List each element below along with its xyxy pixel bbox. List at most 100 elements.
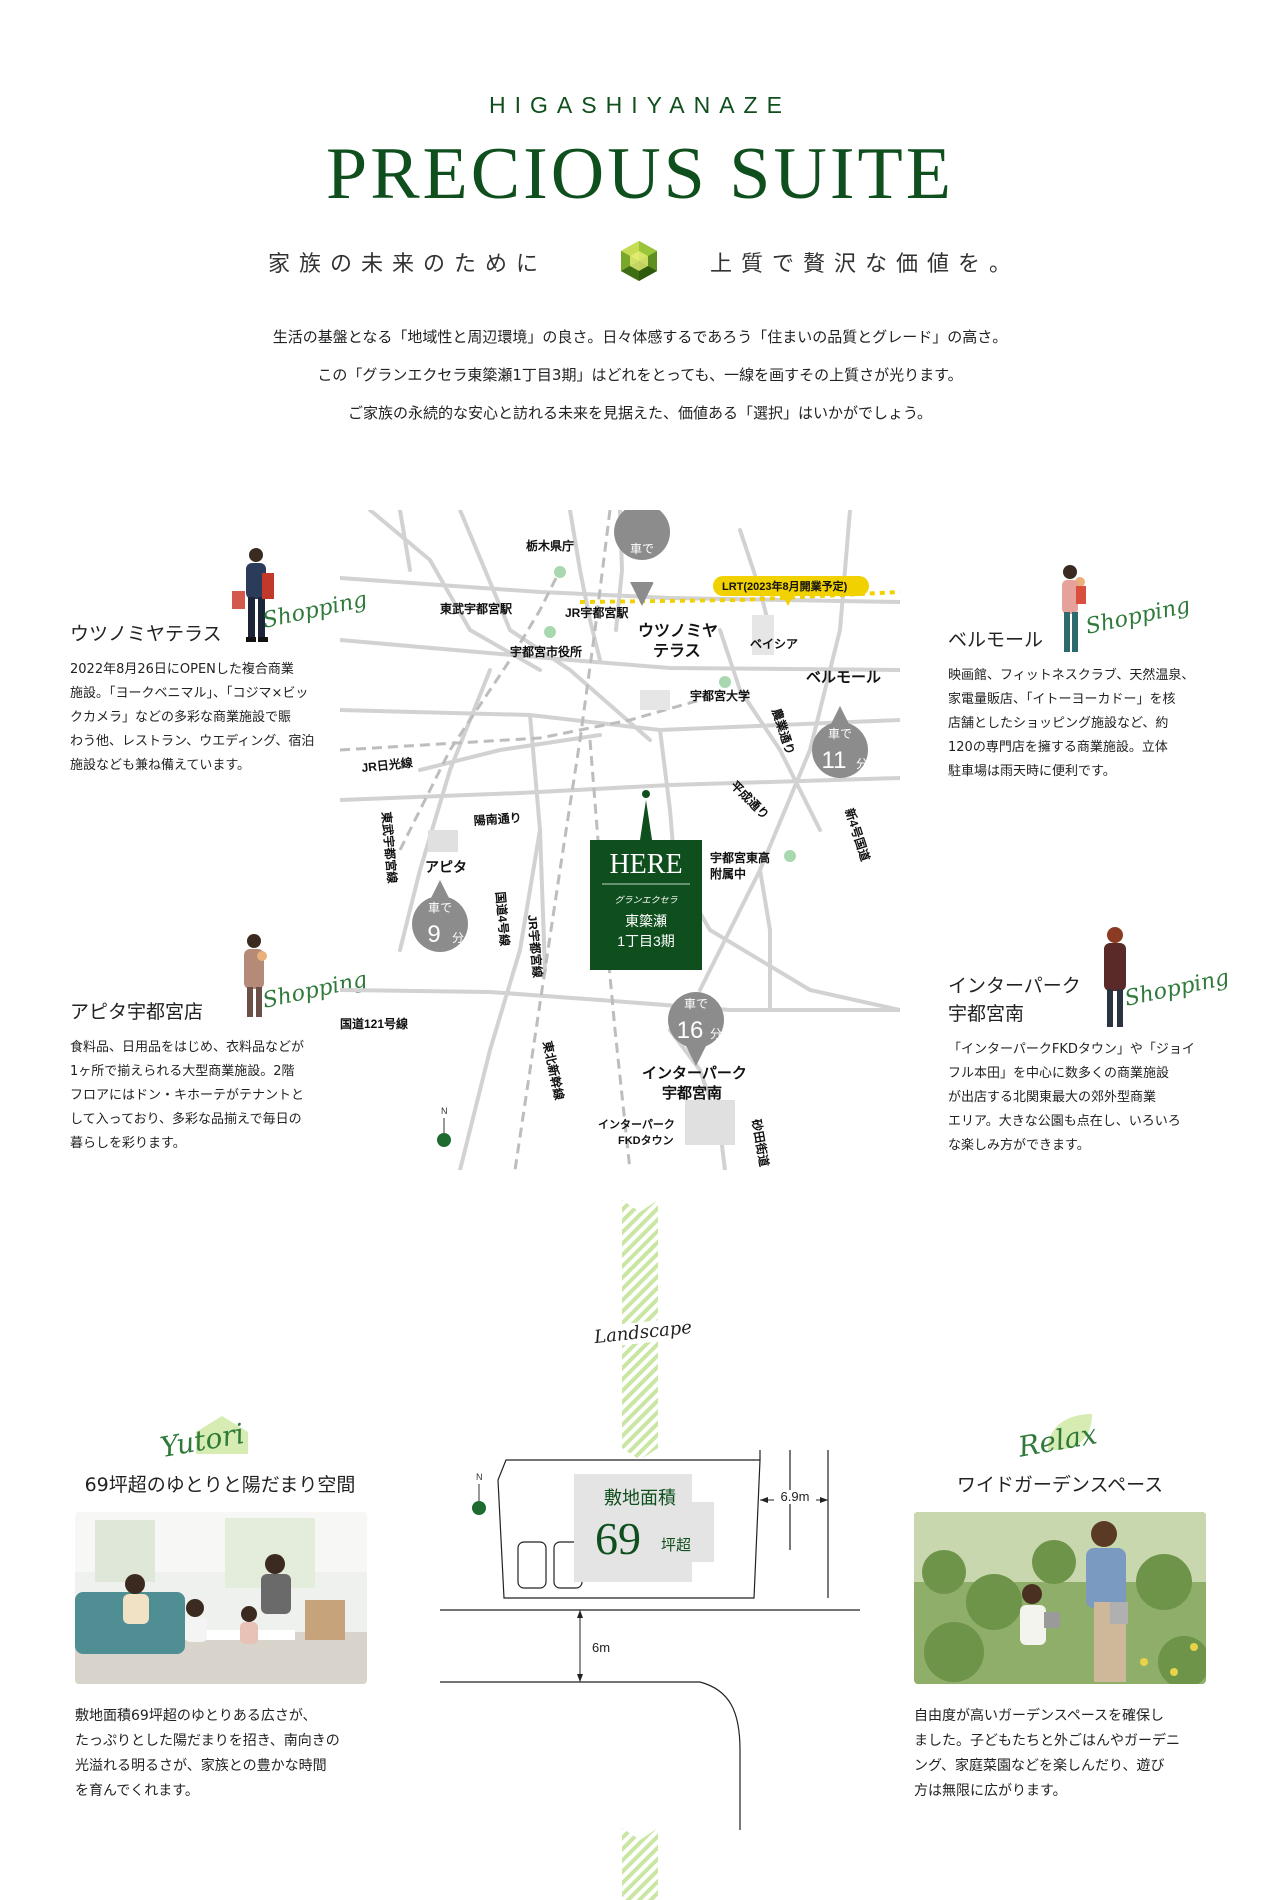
shop-description: 食料品、日用品をはじめ、衣料品などが 1ヶ所で揃えられる大型商業施設。2階 フロ… — [70, 1040, 305, 1151]
here-title: HERE — [609, 849, 682, 880]
svg-text:分: 分 — [452, 931, 464, 945]
relax-description: 自由度が高いガーデンスペースを確保し ました。子どもたちと外ごはんやガーデニ ン… — [914, 1708, 1180, 1799]
map-label: FKDタウン — [618, 1134, 674, 1147]
lrt-flag: LRT(2023年8月開業予定) — [713, 576, 869, 606]
house-outline-icon — [196, 1416, 248, 1454]
area-map: 栃木県庁 東武宇都宮駅 JR宇都宮駅 宇都宮市役所 ウツノミヤ テラス ベイシア… — [340, 510, 900, 1170]
road-width-south: 6m — [577, 1610, 610, 1682]
shop-interpark: インターパーク 宇都宮南 「インターパークFKDタウン」や「ジョイ フル本田」を… — [948, 972, 1238, 1158]
map-label: 陽南通り — [473, 810, 522, 828]
here-marker: HERE グランエクセラ 東簗瀬 1丁目3期 — [590, 790, 702, 970]
road-width-east: 6.9m — [760, 1489, 828, 1504]
svg-text:9: 9 — [427, 921, 440, 948]
drive-pin-bell: 車で 11 分 — [812, 706, 868, 778]
svg-text:6.9m: 6.9m — [781, 1489, 810, 1504]
svg-text:車で: 車で — [630, 542, 654, 556]
block — [640, 690, 670, 710]
map-label: 農業通り — [769, 706, 798, 756]
shopper-man-illustration — [232, 548, 274, 642]
shop-description: 映画館、フィットネスクラブ、天然温泉、 家電量販店、「イトーヨーカドー」を核 店… — [948, 668, 1195, 779]
shop-utsunomiya-terrace: ウツノミヤテラス 2022年8月26日にOPENした複合商業 施設。「ヨークベニ… — [70, 620, 340, 778]
shop-description: 「インターパークFKDタウン」や「ジョイ フル本田」を中心に数多くの商業施設 が… — [948, 1042, 1195, 1153]
shopper-woman-child-illustration — [1062, 565, 1086, 652]
svg-text:N: N — [441, 1106, 448, 1116]
shop-apita: アピタ宇都宮店 食料品、日用品をはじめ、衣料品などが 1ヶ所で揃えられる大型商業… — [70, 998, 340, 1156]
shop-name: アピタ宇都宮店 — [70, 1001, 204, 1023]
map-label: テラス — [653, 643, 701, 660]
compass-icon: N — [472, 1472, 486, 1515]
shopper-woman-coat-illustration — [1104, 927, 1126, 1027]
map-label: 宇都宮南 — [662, 1084, 722, 1102]
landmark-dots — [544, 566, 796, 862]
gem-icon — [621, 241, 657, 281]
svg-text:車で: 車で — [428, 901, 452, 915]
shop-name: ウツノミヤテラス — [70, 623, 222, 645]
map-label: JR日光線 — [361, 755, 414, 775]
map-label: JR宇都宮線 — [525, 914, 545, 978]
map-label: アピタ — [425, 859, 467, 875]
site-area-unit: 坪超 — [661, 1537, 691, 1554]
site-plan: 敷地面積 69 坪超 6.9m 6m N — [440, 1450, 860, 1830]
shop-name: ベルモール — [948, 629, 1044, 651]
leaf-icon — [1048, 1414, 1092, 1451]
svg-text:11: 11 — [822, 747, 847, 774]
lrt-line — [579, 590, 900, 604]
svg-text:分: 分 — [710, 1027, 722, 1041]
site-area-value: 69 — [595, 1513, 641, 1564]
lot-outline — [497, 1459, 761, 1599]
here-name-2: 1丁目3期 — [617, 933, 675, 949]
intro-line: ご家族の永続的な安心と訪れる未来を見据えた、価値ある「選択」はいかがでしょう。 — [347, 404, 933, 422]
page-title: PRECIOUS SUITE — [326, 133, 954, 215]
hatched-divider-bottom — [622, 1828, 658, 1900]
living-room-photo — [75, 1512, 367, 1684]
parking-space-1 — [517, 1541, 547, 1589]
svg-text:16: 16 — [677, 1017, 704, 1044]
map-label: インターパーク — [598, 1118, 675, 1131]
map-label: 栃木県庁 — [526, 538, 574, 553]
beisia-block — [752, 615, 774, 655]
svg-text:6m: 6m — [592, 1640, 610, 1655]
svg-text:車で: 車で — [828, 727, 852, 741]
subtitle: HIGASHIYANAZE — [489, 92, 791, 118]
map-label: インターパーク — [642, 1065, 747, 1082]
tagline-right: 上質で贅沢な価値を。 — [710, 252, 1021, 277]
map-label: 宇都宮大学 — [690, 688, 750, 703]
drive-pin-interpark: 車で 16 分 — [668, 992, 724, 1066]
intro-line: この「グランエクセラ東簗瀬1丁目3期」はどれをとっても、一線を画すその上質さが光… — [317, 366, 963, 384]
site-area-highlight: 敷地面積 69 坪超 — [574, 1474, 714, 1582]
shop-name: インターパーク 宇都宮南 — [948, 975, 1081, 1025]
svg-text:分: 分 — [856, 757, 868, 771]
tagline-left: 家族の未来のために — [268, 252, 548, 277]
garden-photo — [914, 1512, 1206, 1684]
relax-section: ワイドガーデンスペース — [910, 1470, 1210, 1497]
map-label: 東武宇都宮駅 — [440, 601, 513, 616]
drive-pin-apita: 車で 9 分 — [412, 880, 468, 952]
shop-description: 2022年8月26日にOPENした複合商業 施設。「ヨークベニマル」、「コジマ×… — [70, 662, 315, 773]
drive-pin-terrace: 車で 9 分 — [614, 510, 671, 606]
yutori-title: 69坪超のゆとりと陽だまり空間 — [84, 1474, 356, 1496]
lrt-label: LRT(2023年8月開業予定) — [722, 579, 848, 593]
map-label: ウツノミヤ — [638, 622, 718, 640]
map-label: 砂田街道 — [749, 1117, 772, 1168]
map-label: JR宇都宮駅 — [565, 605, 629, 620]
map-label: 附属中 — [710, 866, 746, 881]
map-label: 東北新幹線 — [540, 1040, 567, 1102]
shop-bell-mall: ベルモール 映画館、フィットネスクラブ、天然温泉、 家電量販店、「イトーヨーカド… — [948, 626, 1218, 784]
compass-icon: N — [437, 1106, 451, 1147]
svg-text:車で: 車で — [684, 997, 708, 1011]
intro-line: 生活の基盤となる「地域性と周辺環境」の良さ。日々体感するであろう「住まいの品質と… — [272, 328, 1008, 346]
yutori-section: 69坪超のゆとりと陽だまり空間 — [70, 1470, 370, 1497]
map-label: ベルモール — [806, 669, 881, 686]
map-label: 国道121号線 — [340, 1016, 408, 1031]
shopper-woman-baby-illustration — [244, 934, 267, 1017]
svg-text:分: 分 — [652, 571, 664, 585]
map-label: 国道4号線 — [493, 891, 513, 947]
svg-text:N: N — [476, 1472, 483, 1482]
apita-block — [428, 830, 458, 852]
yutori-script-label: Yutori — [157, 1416, 247, 1465]
fkd-block — [685, 1100, 735, 1145]
svg-text:9: 9 — [629, 561, 642, 588]
relax-script-label: Relax — [1015, 1417, 1100, 1464]
yutori-description: 敷地面積69坪超のゆとりある広さが、 たっぷりとした陽だまりを招き、南向きの 光… — [75, 1708, 340, 1799]
map-label: 新4号国道 — [842, 806, 873, 863]
